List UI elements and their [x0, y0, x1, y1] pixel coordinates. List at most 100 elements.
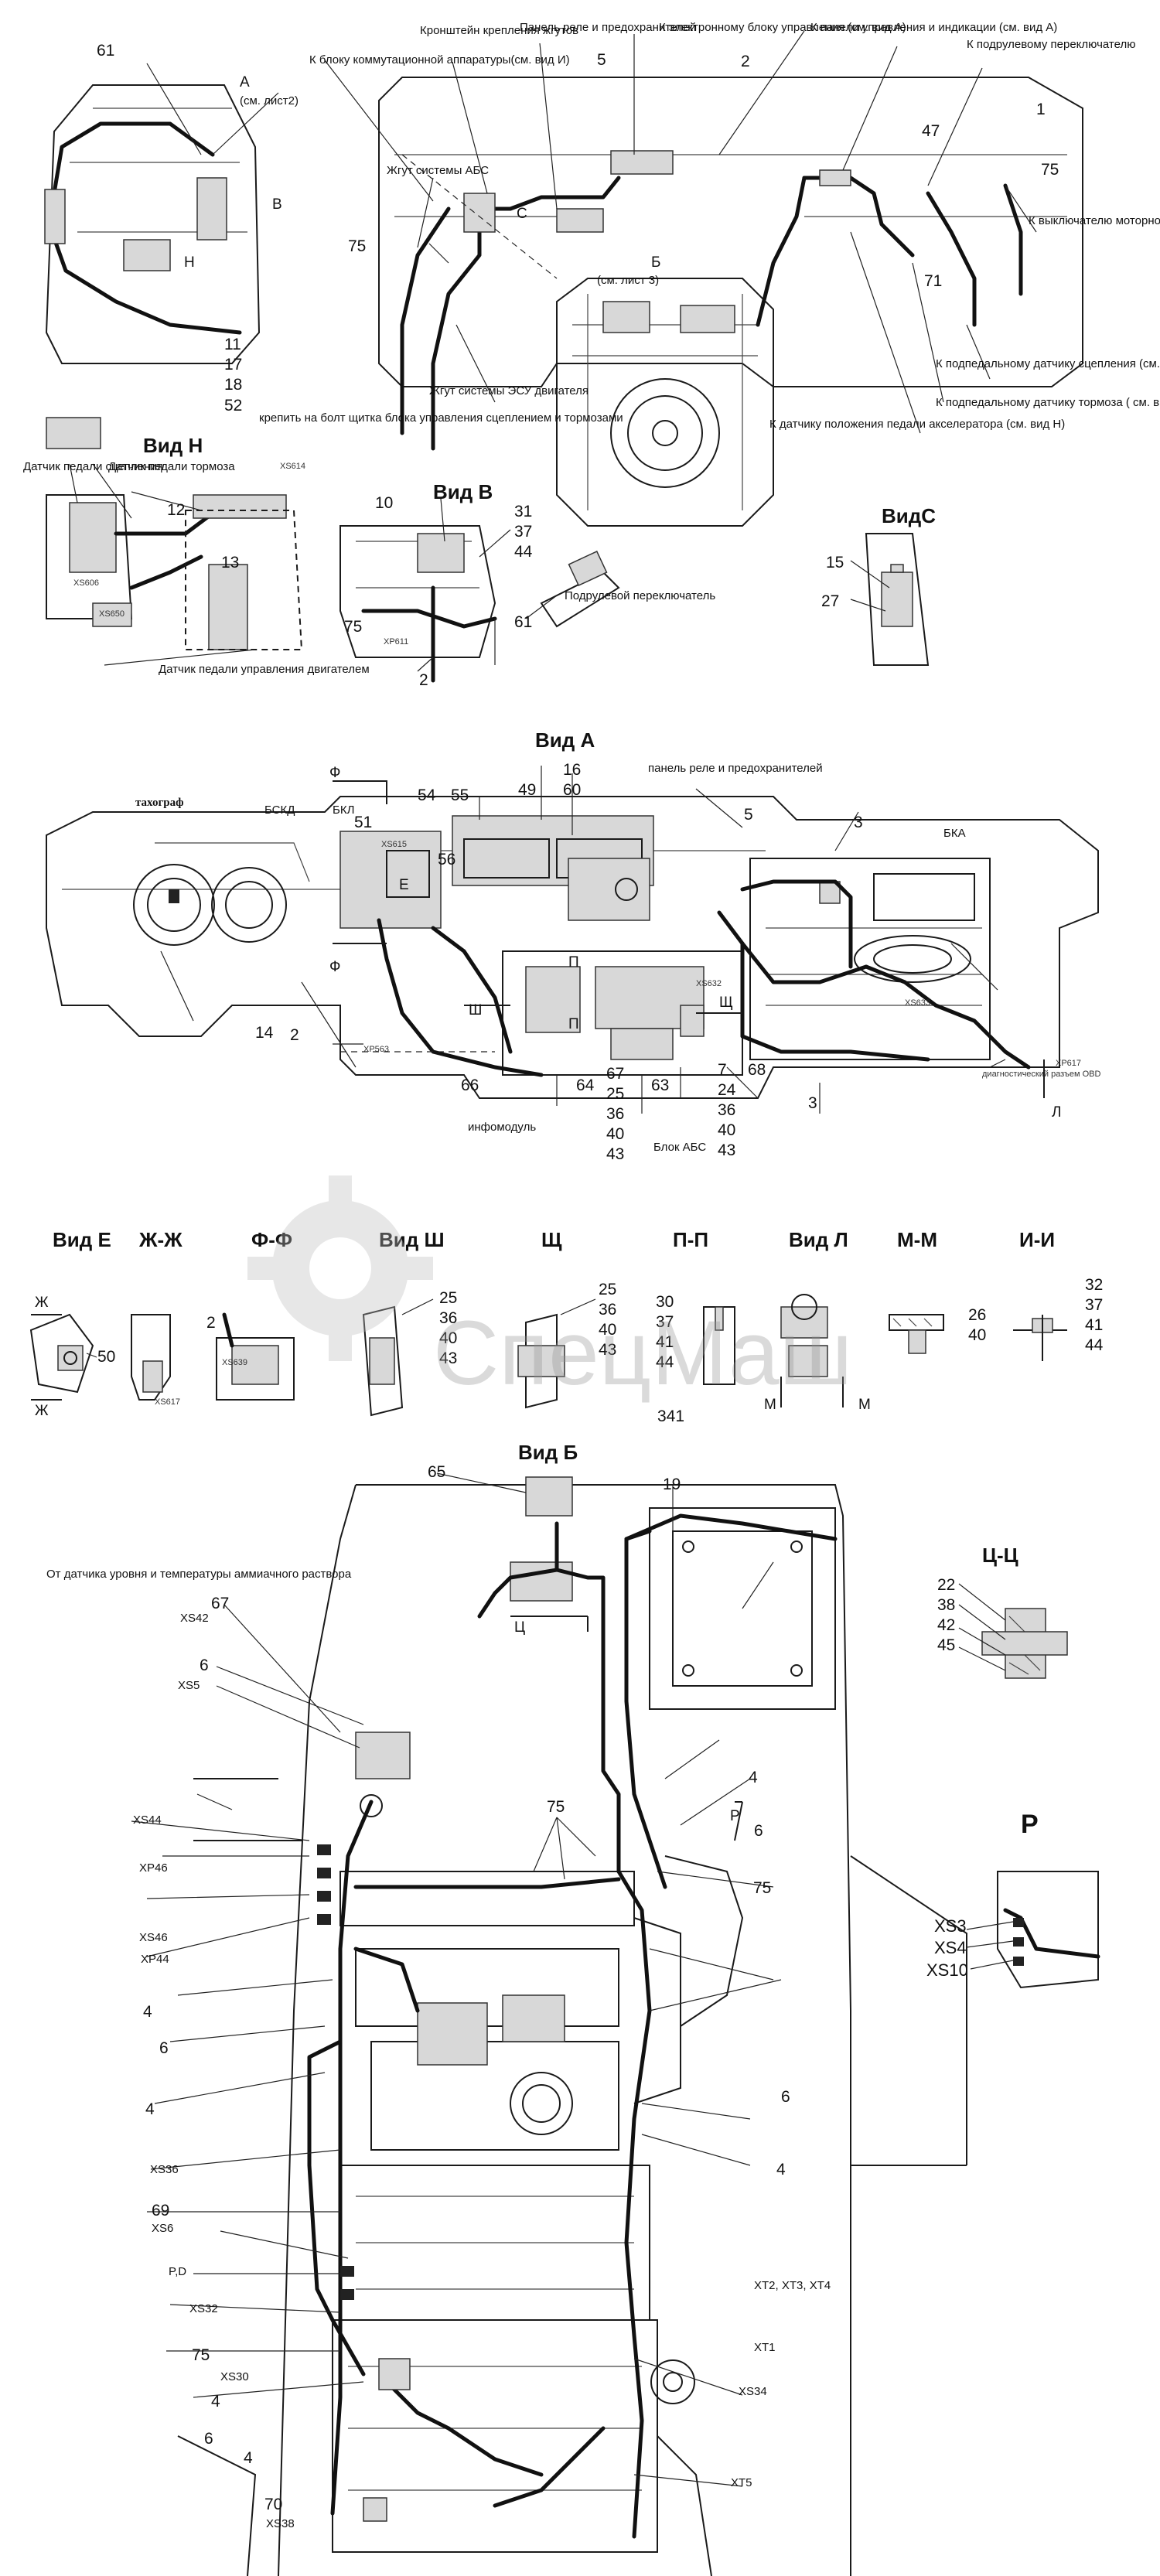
- letter-sh: Ш: [469, 1002, 482, 1018]
- ii-title: И-И: [1019, 1228, 1055, 1251]
- label-70: 70: [264, 2496, 282, 2513]
- label-56: 56: [438, 851, 455, 868]
- label-30: 30: [656, 1293, 674, 1311]
- zh-title: Ж-Ж: [138, 1228, 183, 1251]
- label-37-ii: 37: [1085, 1296, 1103, 1314]
- conn-xs38: XS38: [266, 2517, 295, 2530]
- label-41-pp: 41: [656, 1333, 674, 1351]
- p-arrow-label: P: [730, 1808, 740, 1824]
- label-40-mm: 40: [968, 1326, 986, 1344]
- mm-title: М-М: [897, 1228, 937, 1251]
- label-64: 64: [576, 1076, 595, 1094]
- label-36-b: 36: [718, 1101, 735, 1119]
- accel-sensor-label: К датчику положения педали акселератора …: [769, 418, 1065, 431]
- conn-xs36: XS36: [150, 2163, 179, 2176]
- letter-phi-bottom: Ф: [329, 959, 340, 975]
- brake-sensor-label: К подпедальному датчику тормоза ( см. ви…: [936, 396, 1160, 409]
- view-c-title: ВидС: [882, 504, 936, 527]
- watermark-text: СпецМаш: [433, 1302, 852, 1404]
- label-75-b2: 75: [753, 1879, 771, 1897]
- label-6-b2: 6: [754, 1822, 763, 1840]
- clutch-sensor-label: К подпедальному датчику сцепления (см. в…: [936, 357, 1160, 370]
- label-2-top: 2: [741, 53, 750, 70]
- label-40-sch: 40: [599, 1321, 616, 1339]
- bskd-label: БСКД: [264, 804, 295, 817]
- conn-xp617: XP617: [1056, 1059, 1081, 1068]
- brake-pedal-label: Датчик педали тормоза: [108, 460, 235, 473]
- label-4-b1: 4: [749, 1769, 758, 1786]
- letter-c-top: С: [517, 206, 527, 222]
- label-38: 38: [937, 1596, 955, 1614]
- label-32: 32: [1085, 1276, 1103, 1294]
- view-b-title: Вид Б: [518, 1441, 578, 1464]
- label-25-sh: 25: [439, 1289, 457, 1307]
- label-14: 14: [255, 1024, 274, 1042]
- label-3-bottom: 3: [808, 1094, 817, 1112]
- letter-c-b: Ц: [514, 1619, 525, 1636]
- letter-n-top: Н: [184, 254, 195, 271]
- letter-phi-top: Ф: [329, 765, 340, 781]
- label-19: 19: [663, 1476, 681, 1493]
- stalk-label: Подрулевой переключатель: [565, 589, 715, 602]
- label-36-sh: 36: [439, 1309, 457, 1327]
- label-36-a: 36: [606, 1105, 624, 1123]
- label-24: 24: [718, 1081, 736, 1099]
- label-55: 55: [451, 786, 469, 804]
- letter-a: А: [240, 74, 250, 90]
- view-v-title: Вид В: [433, 480, 493, 503]
- label-6-b4: 6: [781, 2088, 790, 2106]
- label-52: 52: [224, 397, 242, 415]
- label-4-b5: 4: [211, 2393, 220, 2411]
- label-75-left: 75: [348, 237, 366, 255]
- label-60: 60: [563, 781, 581, 799]
- conn-xs3: XS3: [934, 1916, 967, 1936]
- ammonia-label: От датчика уровня и температуры аммиачно…: [46, 1568, 352, 1581]
- conn-pd: P,D: [169, 2265, 186, 2278]
- label-18: 18: [224, 376, 242, 394]
- bka-label: БКА: [943, 827, 966, 840]
- label-42: 42: [937, 1616, 955, 1634]
- label-22: 22: [937, 1576, 955, 1594]
- view-a: [46, 766, 1099, 1114]
- label-15: 15: [826, 554, 844, 571]
- label-43-a: 43: [606, 1145, 624, 1163]
- label-69: 69: [152, 2202, 169, 2219]
- label-65: 65: [428, 1463, 445, 1481]
- label-31: 31: [514, 503, 532, 520]
- conn-xt2-xt4: XT2, XT3, XT4: [754, 2279, 831, 2292]
- tachograph-label: тахограф: [135, 797, 184, 809]
- label-75-b1: 75: [547, 1798, 565, 1816]
- view-sh-title: Вид Ш: [379, 1228, 445, 1251]
- to-engine-brake-label: К выключателю моторного тормоза: [1029, 214, 1160, 227]
- label-67-b: 67: [211, 1595, 229, 1612]
- watermark-gear-icon: [247, 1175, 433, 1361]
- engine: [556, 278, 774, 527]
- relay-panel-label-a: панель реле и предохранителей: [648, 762, 823, 775]
- label-43-sch: 43: [599, 1341, 616, 1359]
- label-1-top: 1: [1036, 101, 1046, 118]
- label-44-ii: 44: [1085, 1336, 1104, 1354]
- label-40-b: 40: [718, 1121, 735, 1139]
- view-l-title: Вид Л: [789, 1228, 848, 1251]
- view-n-title: Вид Н: [143, 434, 203, 457]
- attach-note: крепить на болт щитка блока управления с…: [259, 411, 623, 425]
- to-ecu-label: К электронному блоку управления (см. вид…: [659, 21, 906, 34]
- ecu-harness-label: Жгут системы ЭСУ двигателя: [429, 384, 589, 397]
- label-4-b2: 4: [143, 2003, 152, 2021]
- label-25-sch: 25: [599, 1281, 616, 1298]
- engine-pedal-label: Датчик педали управления двигателем: [159, 663, 370, 676]
- label-75-view-v: 75: [344, 618, 362, 636]
- conn-xt5: XT5: [731, 2476, 752, 2489]
- label-63: 63: [651, 1076, 669, 1094]
- label-3-top: 3: [854, 814, 863, 831]
- ff-title: Ф-Ф: [251, 1228, 292, 1251]
- abs-block-label: Блок АБС: [653, 1141, 706, 1154]
- label-75-right: 75: [1041, 161, 1059, 179]
- label-4-b3: 4: [145, 2100, 155, 2118]
- label-47: 47: [922, 122, 940, 140]
- conn-xp611: XP611: [384, 637, 408, 647]
- label-75-b3: 75: [192, 2346, 210, 2364]
- view-n: [46, 463, 303, 666]
- label-341: 341: [657, 1407, 684, 1425]
- view-p-title: P: [1021, 1810, 1039, 1839]
